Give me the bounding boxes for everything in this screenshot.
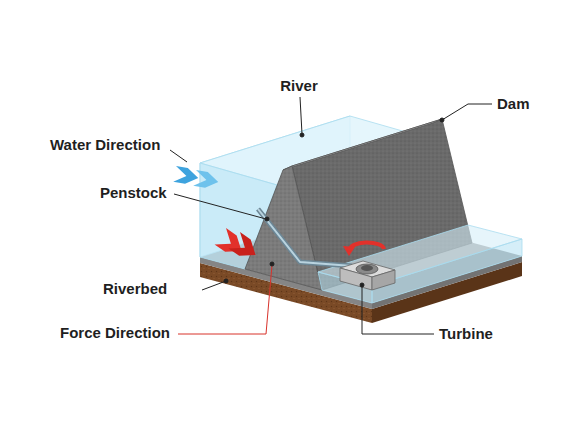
part-label: Water Direction <box>50 136 160 154</box>
part-label: Force Direction <box>60 324 170 342</box>
red-chevron <box>229 232 262 263</box>
part-label: Penstock <box>100 184 167 202</box>
part-label: Riverbed <box>103 280 167 298</box>
force-direction-arrows <box>215 228 262 263</box>
leader-line <box>178 265 272 334</box>
blue-chevron <box>173 166 199 186</box>
leader-dot <box>360 283 364 287</box>
dam-section <box>245 166 322 290</box>
leader-dot <box>300 133 304 137</box>
rotation-arc <box>350 242 384 250</box>
leader-line <box>362 286 434 334</box>
penstock-pipe <box>258 209 352 266</box>
leader-dot <box>270 262 274 266</box>
blue-chevron <box>193 170 219 190</box>
rotation-arrow <box>343 242 384 256</box>
leader-line <box>170 150 187 162</box>
water-direction-arrows <box>173 166 219 190</box>
leader-line <box>202 281 226 290</box>
leader-dot <box>224 279 228 283</box>
part-label: Dam <box>497 95 530 113</box>
leader-line <box>174 194 266 219</box>
penstock-highlight <box>258 209 352 266</box>
dam-top <box>283 119 442 170</box>
leader-dot <box>440 118 444 122</box>
turbine-unit <box>340 261 395 290</box>
leader-line <box>442 104 492 120</box>
pool-side <box>372 239 522 303</box>
turbine-ring <box>356 264 378 274</box>
part-label: Turbine <box>439 325 493 343</box>
turbine-hub <box>361 265 373 271</box>
rotation-head <box>343 246 355 256</box>
leader-line <box>300 97 302 134</box>
leader-dot <box>265 217 269 221</box>
turbine-housing-side <box>372 270 395 290</box>
part-label: River <box>280 77 318 95</box>
leader-lines <box>170 97 492 334</box>
